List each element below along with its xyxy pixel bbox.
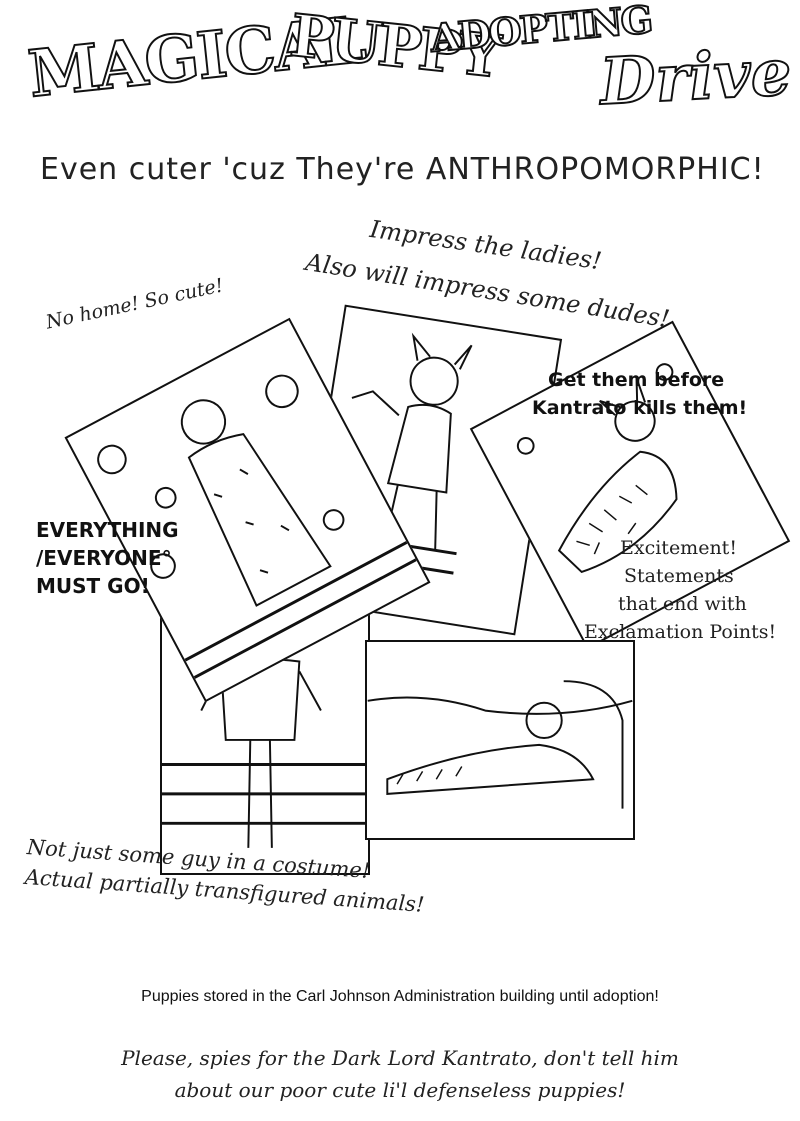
subtitle: Even cuter 'cuz They're ANTHROPOMORPHIC! [40,152,765,187]
footer-please-spies: Please, spies for the Dark Lord Kantrato… [0,1042,800,1106]
caption-get-them-line1: Get them before [548,369,725,391]
caption-excitement-line1: Excitement! [620,537,737,559]
caption-excitement-line3: that end with [618,593,747,615]
footer-please-line2: about our poor cute li'l defenseless pup… [174,1078,626,1102]
caption-everything-must-go: EVERYTHING /EVERYONE° MUST GO! [36,516,179,600]
footer-please-line1: Please, spies for the Dark Lord Kantrato… [121,1046,679,1070]
caption-everything-line2: /EVERYONE° [36,546,172,570]
panel-puppy-lying-fur [469,320,791,650]
caption-everything-line1: EVERYTHING [36,518,179,542]
caption-get-them-line2: Kantrato kills them! [532,397,748,419]
panel-puppy-girl-bubbles [64,317,431,703]
caption-no-home: No home! So cute! [44,274,226,334]
footer-stored-text: Puppies stored in the Carl Johnson Admin… [141,988,659,1005]
title-word-drive: Drive [597,34,794,121]
caption-excitement-line4: Exclamation Points! [584,621,777,643]
caption-everything-line3: MUST GO! [36,574,150,598]
caption-get-them-before: Get them before Kantrato kills them! [532,366,747,422]
panel-puppy-reclining-couch [365,640,635,840]
caption-excitement: Excitement! Statements that end with Exc… [584,534,776,646]
caption-excitement-line2: Statements [624,565,734,587]
